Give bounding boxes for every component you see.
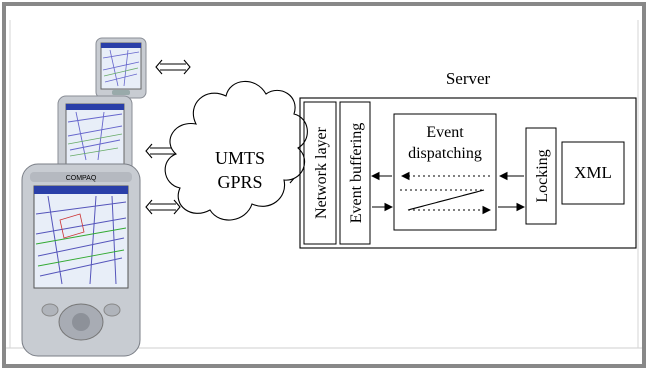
cloud-label-gprs: GPRS: [217, 172, 262, 192]
network-cloud: [164, 80, 308, 221]
event-buffering-label: Event buffering: [348, 123, 365, 224]
pda-small: [95, 37, 147, 99]
pda-medium: [57, 95, 133, 179]
event-dispatching-label-2: dispatching: [408, 145, 482, 162]
xml-label: XML: [574, 163, 612, 182]
event-buffering-box: [339, 101, 371, 245]
cloud-label-umts: UMTS: [215, 148, 265, 168]
device-arrow-2: [145, 143, 181, 159]
network-layer-box: [303, 101, 337, 245]
internal-zigzag: [407, 189, 485, 211]
event-dispatching-label-1: Event: [426, 124, 464, 141]
event-dispatching-box: [393, 113, 497, 231]
locking-label: Locking: [534, 149, 551, 202]
locking-box: [525, 127, 557, 225]
xml-box: [561, 141, 625, 205]
server-box: [299, 97, 637, 249]
pda-brand-label: COMPAQ: [66, 175, 97, 182]
device-arrow-3: [145, 199, 181, 215]
device-arrow-1: [155, 59, 191, 75]
outer-frame: [2, 2, 646, 368]
server-title: Server: [446, 69, 491, 88]
pda-large: COMPAQ: [21, 163, 141, 357]
server-flow-arrows: [370, 171, 526, 215]
network-layer-label: Network layer: [313, 126, 330, 219]
